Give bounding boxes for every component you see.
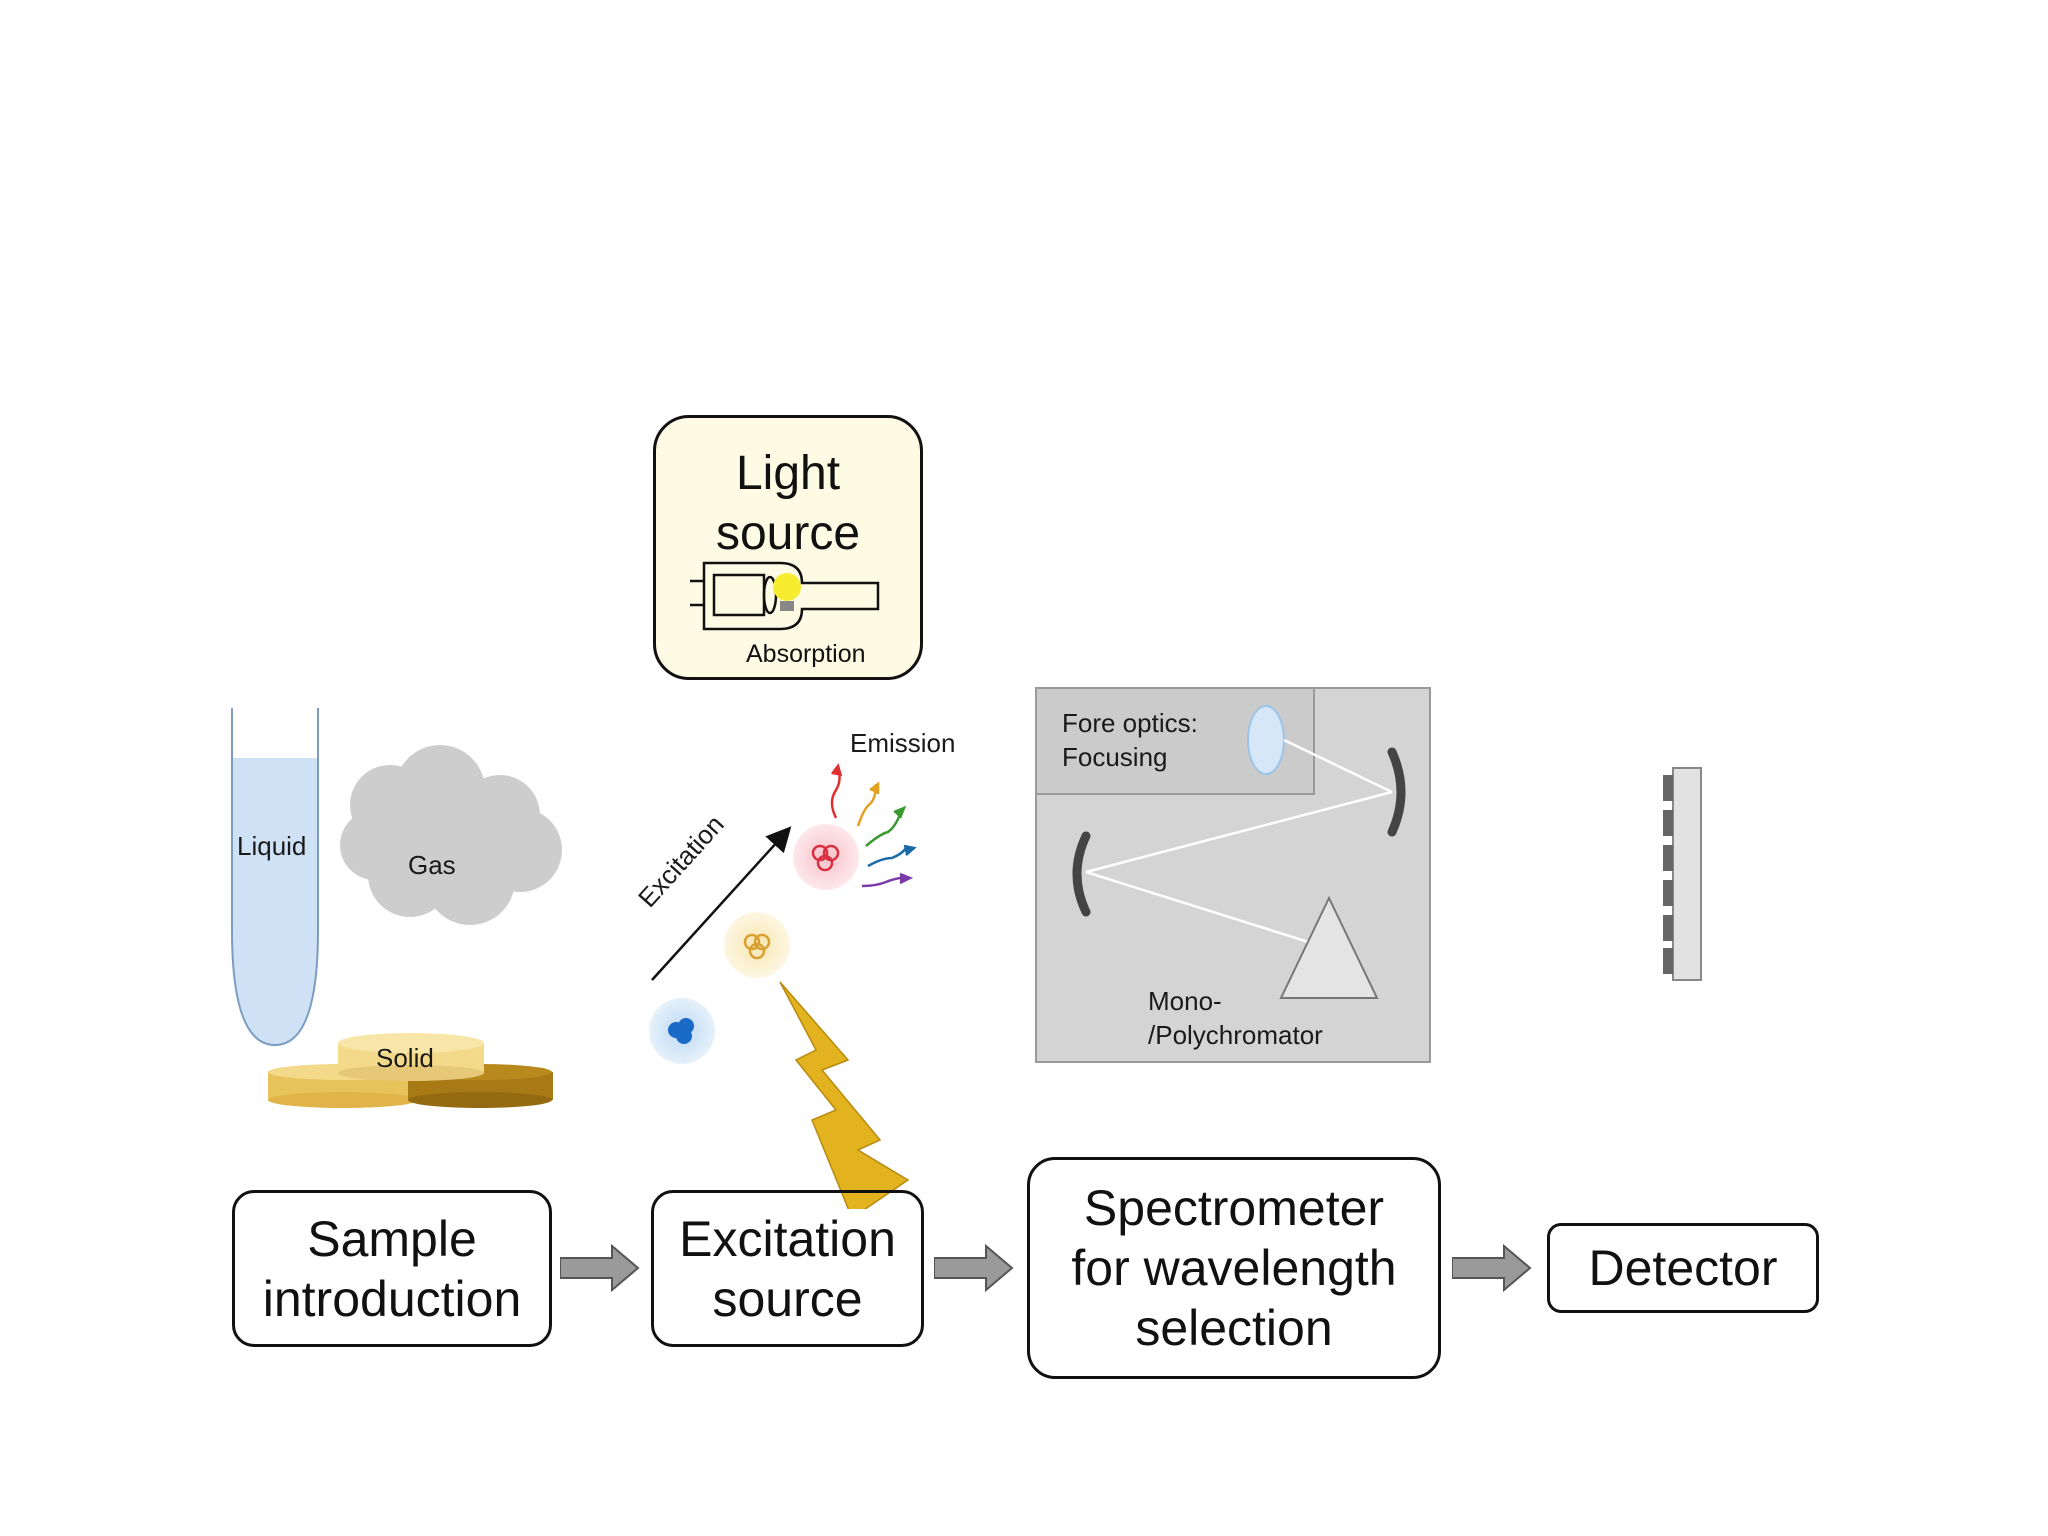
- lightning-bolt: [779, 981, 910, 1220]
- flow-arrow-3: [1452, 1244, 1532, 1292]
- liquid-tube: [232, 758, 318, 1045]
- light-source-title: Light source: [715, 447, 861, 560]
- step-label: Spectrometer for wavelength selection: [1071, 1180, 1397, 1356]
- gas-label: Gas: [408, 850, 456, 880]
- fore-optics-label: Fore optics: Focusing: [1062, 708, 1198, 772]
- step-spectrometer: Spectrometer for wavelength selection: [1027, 1157, 1441, 1379]
- absorption-caption: Absorption: [746, 640, 866, 668]
- prism: [1279, 895, 1379, 999]
- emission-label: Emission: [850, 728, 956, 758]
- emission-arrows: [830, 763, 917, 888]
- step-excitation-source: Excitation source: [651, 1190, 924, 1347]
- tube-outline: [231, 708, 319, 1047]
- focusing-lens: [1247, 705, 1285, 775]
- step-label: Excitation source: [679, 1208, 896, 1329]
- step-detector: Detector: [1547, 1223, 1819, 1313]
- mirror-left: [1072, 831, 1091, 917]
- excitation-arrow: [651, 826, 792, 981]
- flow-arrow-2: [934, 1244, 1014, 1292]
- flow-arrow-1: [560, 1244, 640, 1292]
- light-source-box: Light source Absorption: [653, 415, 923, 680]
- solid-disks: [268, 1033, 553, 1108]
- mirror-right: [1387, 747, 1406, 837]
- lamp-icon: [690, 561, 880, 631]
- solid-label: Solid: [376, 1043, 434, 1073]
- mono-polychromator-label: Mono- /Polychromator: [1148, 986, 1323, 1050]
- step-label: Sample introduction: [262, 1210, 522, 1327]
- step-sample-introduction: Sample introduction: [232, 1190, 552, 1347]
- step-label: Detector: [1588, 1240, 1778, 1296]
- liquid-label: Liquid: [237, 831, 307, 861]
- gas-cloud: [340, 745, 562, 925]
- light-path: [1085, 738, 1393, 947]
- detector-array: [1663, 767, 1702, 981]
